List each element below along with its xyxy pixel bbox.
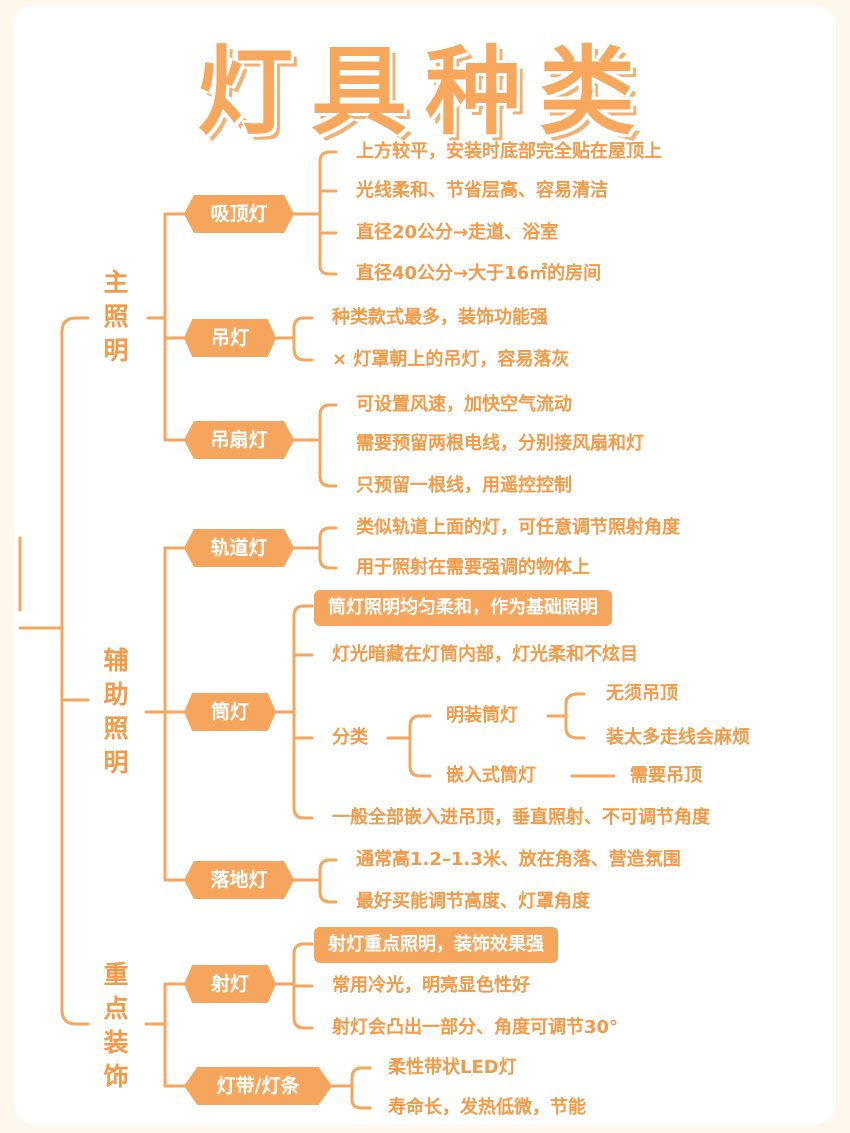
downlight-item-last: 一般全部嵌入进吊顶，垂直照射、不可调节角度 — [332, 807, 710, 828]
track-item-1: 类似轨道上面的灯，可任意调节照射角度 — [356, 517, 680, 538]
spotlight-highlight: 射灯重点照明，装饰效果强 — [314, 927, 558, 963]
chip-floor-lamp: 落地灯 — [184, 861, 294, 899]
downlight-highlight: 筒灯照明均匀柔和，作为基础照明 — [314, 590, 612, 626]
chip-track-light: 轨道灯 — [184, 529, 294, 567]
track-item-2: 用于照射在需要强调的物体上 — [356, 557, 590, 578]
spotlight-item-2: 射灯会凸出一部分、角度可调节30° — [332, 1017, 619, 1038]
chip-ceiling-light: 吸顶灯 — [184, 195, 294, 233]
floor-item-1: 通常高1.2–1.3米、放在角落、营造氛围 — [356, 849, 681, 870]
fan-item-1: 可设置风速，加快空气流动 — [356, 394, 572, 415]
pendant-item-2: × 灯罩朝上的吊灯，容易落灰 — [332, 349, 570, 370]
category-main-lighting: 主照明 — [103, 268, 129, 365]
ceiling-item-2: 光线柔和、节省层高、容易清洁 — [356, 180, 608, 201]
strip-item-2: 寿命长，发热低微，节能 — [388, 1097, 586, 1118]
fan-item-2: 需要预留两根电线，分别接风扇和灯 — [356, 433, 644, 454]
ceiling-item-1: 上方较平，安装时底部完全贴在屋顶上 — [356, 141, 662, 162]
category-accent-decoration: 重点装饰 — [103, 960, 129, 1091]
spotlight-item-1: 常用冷光，明亮显色性好 — [332, 975, 530, 996]
floor-item-2: 最好买能调节高度、灯罩角度 — [356, 891, 590, 912]
downlight-item-1: 灯光暗藏在灯筒内部，灯光柔和不炫目 — [332, 644, 638, 665]
chip-spotlight: 射灯 — [184, 965, 276, 1003]
category-auxiliary-lighting: 辅助照明 — [103, 646, 129, 777]
recessed-downlight-label: 嵌入式筒灯 — [446, 765, 536, 786]
fan-item-3: 只预留一根线，用遥控控制 — [356, 475, 572, 496]
ceiling-item-3: 直径20公分→走道、浴室 — [356, 222, 559, 243]
downlight-classify-label: 分类 — [332, 727, 368, 748]
recessed-downlight-item: 需要吊顶 — [630, 765, 702, 786]
pendant-item-1: 种类款式最多，装饰功能强 — [332, 307, 548, 328]
surface-downlight-label: 明装筒灯 — [446, 705, 518, 726]
page-title: 灯具种类 — [197, 36, 653, 148]
surface-downlight-item-1: 无须吊顶 — [606, 683, 678, 704]
ceiling-item-4: 直径40公分→大于16㎡的房间 — [356, 263, 602, 284]
chip-downlight: 筒灯 — [184, 693, 276, 731]
chip-fan-light: 吊扇灯 — [184, 421, 294, 459]
surface-downlight-item-2: 装太多走线会麻烦 — [606, 727, 750, 748]
chip-light-strip: 灯带/灯条 — [184, 1067, 332, 1105]
strip-item-1: 柔性带状LED灯 — [388, 1057, 517, 1078]
chip-pendant-light: 吊灯 — [184, 319, 276, 357]
